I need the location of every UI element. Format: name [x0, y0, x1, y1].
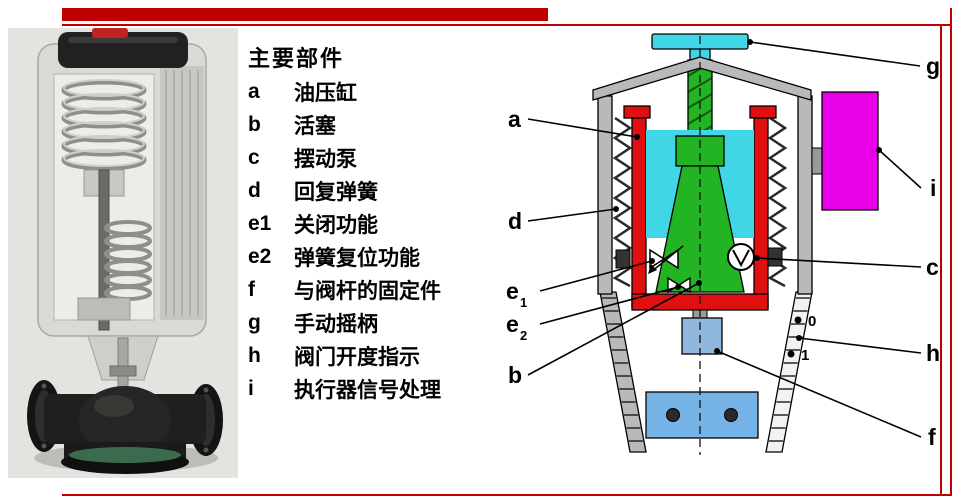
part-label: 回复弹簧 — [294, 180, 378, 204]
part-label: 执行器信号处理 — [294, 378, 441, 402]
leader-lines — [527, 41, 922, 438]
part-label: 手动摇柄 — [294, 312, 378, 336]
opening-scale — [765, 291, 813, 453]
mounting-plate — [645, 391, 759, 439]
part-key: i — [248, 376, 254, 400]
part-label: 阀门开度指示 — [294, 345, 420, 369]
actuator-diagram: 0 1 a d e 1 e 2 b g i — [506, 33, 940, 455]
bottom-rule-line — [62, 494, 952, 496]
legend-item-a: a 油压缸 — [248, 75, 498, 108]
part-key: e2 — [248, 244, 272, 268]
leader-dots — [613, 39, 882, 354]
top-rule-line — [62, 24, 950, 26]
legend-item-b: b 活塞 — [248, 108, 498, 141]
diagram-label-e2: e — [506, 311, 519, 337]
diagram-label-f: f — [928, 424, 936, 450]
diagram-label-h: h — [926, 340, 940, 366]
scale-number-1: 1 — [801, 347, 809, 364]
diagram-label-d: d — [508, 208, 522, 234]
legend-item-d: d 回复弹簧 — [248, 174, 498, 207]
top-accent-bar — [62, 8, 548, 21]
diagram-label-a: a — [508, 106, 521, 132]
part-key: b — [248, 112, 261, 136]
part-label: 摆动泵 — [294, 147, 357, 171]
diagram-label-c: c — [926, 254, 939, 280]
legend-item-f: f 与阀杆的固定件 — [248, 273, 498, 306]
part-key: h — [248, 343, 261, 367]
legend-item-c: c 摆动泵 — [248, 141, 498, 174]
actuator-internals — [77, 169, 152, 331]
signal-box-i — [811, 91, 879, 211]
diagram-label-b: b — [508, 362, 522, 388]
legend-item-e1: e1 关闭功能 — [248, 207, 498, 240]
actuator-photo — [8, 28, 238, 478]
oscillating-pump-c — [615, 243, 783, 271]
legend-item-e2: e2 弹簧复位功能 — [248, 240, 498, 273]
part-label: 油压缸 — [294, 81, 357, 105]
housing — [597, 95, 813, 295]
legend-item-i: i 执行器信号处理 — [248, 372, 498, 405]
stem-fixing-f — [681, 309, 723, 355]
legend-title: 主要部件 — [248, 45, 345, 71]
right-rule-outer — [950, 8, 952, 496]
diagram-label-e2-sub: 2 — [520, 328, 527, 343]
part-key: f — [248, 277, 255, 301]
diagram-label-i: i — [930, 175, 936, 201]
right-rule-inner — [940, 24, 942, 496]
diagram-label-e1: e — [506, 278, 519, 304]
part-key: c — [248, 145, 260, 169]
part-key: d — [248, 178, 261, 202]
legend-item-g: g 手动摇柄 — [248, 306, 498, 339]
legend-item-h: h 阀门开度指示 — [248, 339, 498, 372]
spring-coil — [61, 79, 147, 171]
part-key: g — [248, 310, 261, 334]
part-label: 关闭功能 — [294, 213, 378, 237]
part-label: 弹簧复位功能 — [294, 246, 420, 270]
scale-number-0: 0 — [808, 313, 816, 330]
valve-body — [27, 380, 223, 474]
part-label: 与阀杆的固定件 — [294, 279, 441, 303]
part-key: e1 — [248, 211, 272, 235]
part-key: a — [248, 79, 260, 103]
diagram-label-g: g — [926, 53, 940, 79]
red-top-knob — [92, 28, 128, 38]
part-label: 活塞 — [294, 114, 336, 138]
diagram-label-e1-sub: 1 — [520, 295, 527, 310]
parts-legend: 主要部件 a 油压缸 b 活塞 c 摆动泵 d 回复弹簧 e1 关闭功能 e2 … — [248, 38, 498, 405]
